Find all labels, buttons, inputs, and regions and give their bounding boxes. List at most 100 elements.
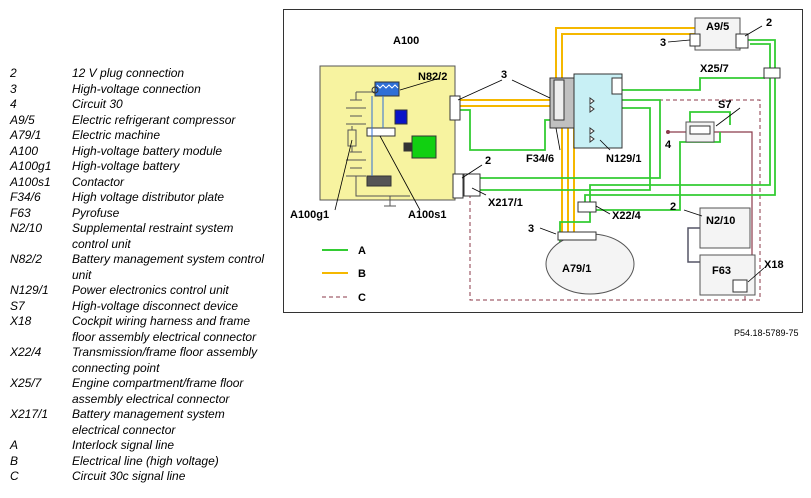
x25-7-connector <box>763 67 781 79</box>
label-a100g1: A100g1 <box>290 209 329 221</box>
key-letter-b: B <box>358 268 366 280</box>
legend-code: X217/1 <box>10 407 49 421</box>
legend-code: X18 <box>10 314 32 328</box>
legend-desc: Power electronics control unit <box>72 283 229 297</box>
high-voltage-lines <box>460 27 700 232</box>
legend-row: 3 High-voltage connection <box>10 82 272 98</box>
label-num-2: 2 <box>766 17 772 29</box>
legend-code: A100s1 <box>10 174 51 189</box>
key-letter-c: C <box>358 292 366 304</box>
label-x22-4: X22/4 <box>612 210 642 222</box>
legend-desc: Engine compartment/frame floor assembly … <box>72 376 244 406</box>
legend-row: C Circuit 30c signal line <box>10 469 272 485</box>
key-letter-a: A <box>358 245 366 257</box>
legend-desc: Pyrofuse <box>72 205 120 220</box>
legend-code: F34/6 <box>10 190 41 204</box>
circuit30c-line <box>469 99 761 301</box>
interlock-line <box>689 111 731 125</box>
n129-1-terminals <box>589 97 595 143</box>
legend-row: X18 Cockpit wiring harness and frame floo… <box>10 314 272 345</box>
legend-desc: Cockpit wiring harness and frame floor a… <box>72 314 257 344</box>
legend-desc: Electrical line (high voltage) <box>72 453 219 468</box>
legend-code: A100 <box>10 143 39 158</box>
legend-desc: High voltage distributor plate <box>72 190 225 204</box>
x217-1-plug <box>463 173 481 197</box>
n2-10-srs-control-unit <box>699 207 751 249</box>
a9-5-plug <box>735 33 749 49</box>
legend-row: S7 High-voltage disconnect device <box>10 299 272 315</box>
a9-5-hv-connector <box>689 33 701 47</box>
legend-row: 2 12 V plug connection <box>10 66 272 82</box>
legend-row: F34/6 High voltage distributor plate <box>10 190 272 206</box>
legend-row: B Electrical line (high voltage) <box>10 454 272 470</box>
x22-4-connector <box>577 201 597 213</box>
n82-2-blue-block <box>394 109 408 125</box>
legend-code: X22/4 <box>10 345 42 359</box>
interlock-line <box>480 107 651 191</box>
label-a100s1: A100s1 <box>408 209 447 221</box>
label-n2-10: N2/10 <box>706 215 735 227</box>
legend-desc: High-voltage connection <box>72 81 201 96</box>
legend-desc: Contactor <box>72 174 125 189</box>
legend-row: A100s1 Contactor <box>10 175 272 191</box>
label-x25-7: X25/7 <box>700 63 729 75</box>
label-x217-1: X217/1 <box>488 197 523 209</box>
label-f34-6: F34/6 <box>526 153 554 165</box>
legend: 2 12 V plug connection 3 High-voltage conn… <box>10 66 272 485</box>
line-key: A B C <box>322 245 366 304</box>
legend-desc: Interlock signal line <box>72 438 175 452</box>
legend-row: N82/2 Battery management system control u… <box>10 252 272 283</box>
n129-1-connector <box>611 77 623 95</box>
label-num-2: 2 <box>485 155 491 167</box>
legend-code: 3 <box>10 81 17 96</box>
legend-code: 2 <box>10 66 17 80</box>
a100s1-connector-small <box>403 142 413 152</box>
label-num-4: 4 <box>665 139 672 151</box>
legend-desc: Circuit 30 <box>72 97 123 111</box>
legend-desc: High-voltage battery <box>72 159 180 173</box>
label-num-3: 3 <box>501 69 507 81</box>
hv-connector-a100 <box>449 95 461 121</box>
legend-row: A9/5 Electric refrigerant compressor <box>10 113 272 129</box>
legend-code: N82/2 <box>10 252 43 266</box>
s7-inner <box>689 125 711 135</box>
interlock-line <box>584 39 776 205</box>
legend-code: C <box>10 469 19 483</box>
legend-row: X22/4 Transmission/frame floor assembly c… <box>10 345 272 376</box>
label-a9-5: A9/5 <box>706 21 729 33</box>
interlock-line <box>620 77 765 91</box>
interlock-line <box>595 132 721 211</box>
label-n129-1: N129/1 <box>606 153 641 165</box>
legend-code: A9/5 <box>10 112 35 127</box>
legend-desc: Transmission/frame floor assembly connec… <box>72 345 258 375</box>
label-num-3: 3 <box>660 37 666 49</box>
legend-desc: 12 V plug connection <box>72 66 185 80</box>
legend-desc: Electric refrigerant compressor <box>72 112 236 127</box>
high-voltage-line <box>561 33 700 78</box>
legend-desc: Supplemental restraint system control un… <box>72 221 234 251</box>
legend-code: B <box>10 453 19 468</box>
leader-lines <box>334 25 765 283</box>
interlock-line <box>456 109 552 151</box>
label-a100: A100 <box>393 35 419 47</box>
legend-desc: High-voltage disconnect device <box>72 298 239 313</box>
legend-code: S7 <box>10 298 25 313</box>
x217-1-connector <box>452 173 464 199</box>
label-a79-1: A79/1 <box>562 263 591 275</box>
label-x18: X18 <box>764 259 784 271</box>
legend-desc: Battery management system control unit <box>72 252 265 282</box>
a100-gray-block <box>366 175 392 187</box>
legend-desc: Circuit 30c signal line <box>72 469 186 483</box>
interlock-line <box>750 43 771 70</box>
